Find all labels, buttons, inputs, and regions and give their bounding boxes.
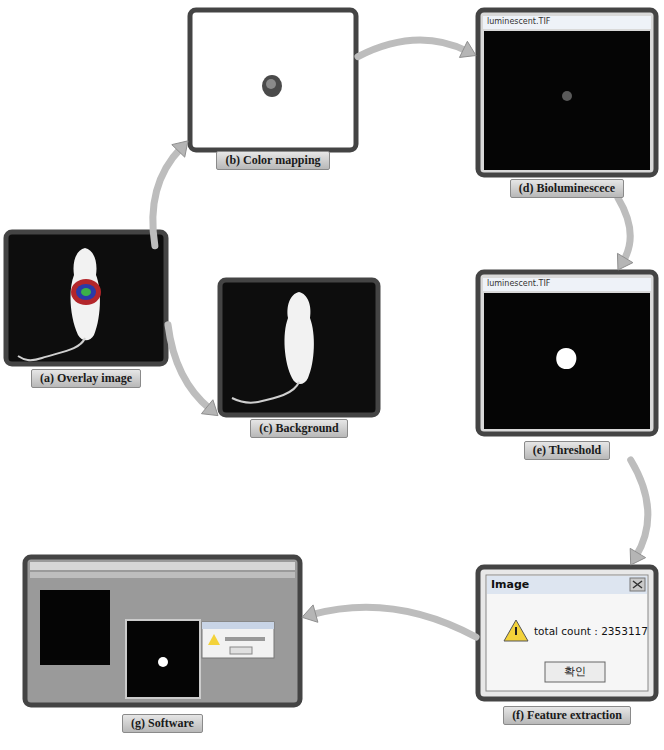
image-panel: (d) Bioluminescece	[476, 8, 658, 198]
curved-arrow	[630, 460, 648, 565]
arrow-head	[617, 253, 632, 270]
arrow-shaft	[168, 325, 210, 409]
arrow-shaft	[358, 40, 467, 57]
curved-arrow	[617, 198, 632, 270]
panel-caption: (a) Overlay image	[31, 369, 141, 388]
arrow-head	[630, 548, 645, 565]
panel-caption: (e) Threshold	[524, 441, 611, 460]
arrow-shaft	[312, 607, 476, 637]
window-title: luminescent.TIF	[487, 17, 550, 26]
window-title: luminescent.TIF	[487, 279, 550, 288]
image-panel: (e) Threshold	[476, 270, 658, 460]
panel-caption: (g) Software	[122, 714, 203, 733]
image-panel: (b) Color mapping	[188, 8, 358, 170]
arrow-shaft	[631, 460, 648, 556]
panel-caption: (d) Bioluminescece	[510, 179, 624, 198]
arrow-head	[302, 605, 318, 622]
curved-arrow	[302, 605, 476, 637]
image-panel: (g) Software	[23, 555, 302, 733]
dialog-text: Image	[491, 578, 529, 591]
arrow-shaft	[618, 198, 630, 261]
arrow-head	[459, 41, 476, 57]
arrow-shaft	[153, 148, 181, 246]
arrow-head	[201, 400, 218, 416]
curved-arrow	[168, 325, 218, 416]
panel-caption: (c) Background	[250, 419, 347, 438]
button-label: 확인	[545, 664, 605, 679]
arrow-head	[172, 141, 188, 157]
image-panel: (a) Overlay image	[4, 230, 168, 388]
dialog-text: total count : 2353117	[534, 625, 648, 637]
panel-caption: (f) Feature extraction	[503, 706, 631, 725]
curved-arrow	[153, 141, 188, 246]
image-panel: (c) Background	[218, 278, 380, 438]
curved-arrow	[358, 40, 476, 57]
panel-caption: (b) Color mapping	[216, 151, 329, 170]
